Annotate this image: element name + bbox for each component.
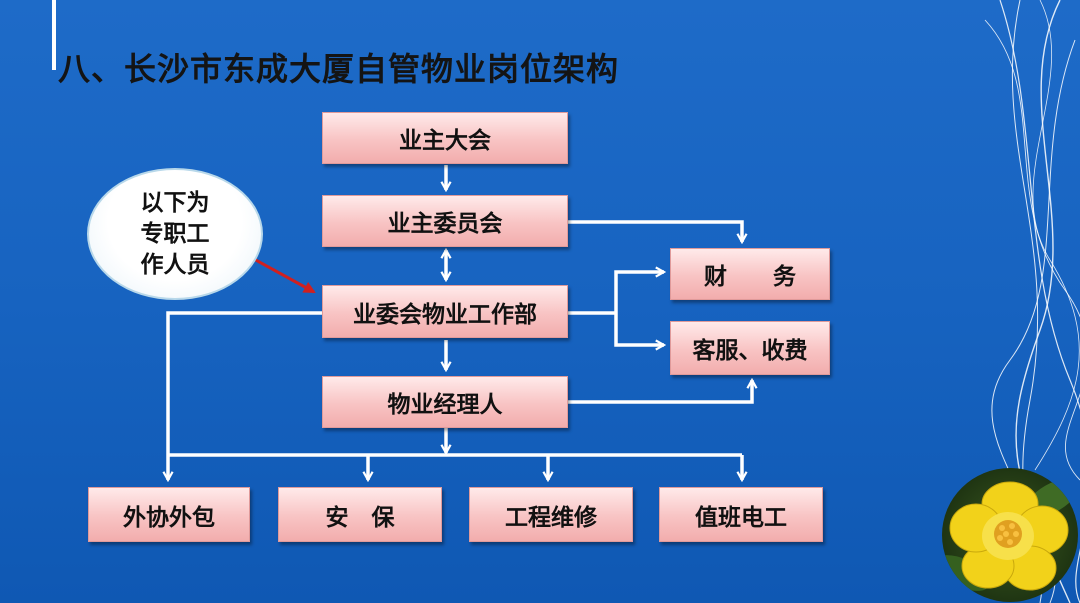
node-outsourcing: 外协外包	[88, 487, 250, 542]
callout-line-1: 以下为	[140, 189, 210, 216]
callout-line-2: 专职工	[140, 220, 210, 247]
node-electrician: 值班电工	[659, 487, 823, 542]
node-engineering: 工程维修	[469, 487, 633, 542]
arrow-committee-to-finance	[568, 220, 742, 242]
arrow-department-to-outsourcing	[168, 311, 322, 480]
node-work-department: 业委会物业工作部	[322, 285, 568, 338]
flower-photo	[942, 468, 1078, 602]
top-accent-bar	[52, 0, 56, 70]
camellia-flower-image	[942, 478, 1078, 591]
node-customer-service: 客服、收费	[670, 321, 830, 375]
callout-line-3: 作人员	[140, 251, 210, 278]
slide-title: 八、长沙市东成大厦自管物业岗位架构	[58, 50, 620, 88]
arrow-manager-to-service	[568, 380, 752, 404]
callout-arrow	[251, 256, 316, 294]
arrow-department-to-finance	[614, 272, 664, 313]
node-finance: 财 务	[670, 248, 830, 300]
node-property-manager: 物业经理人	[322, 376, 568, 428]
node-owners-committee: 业主委员会	[322, 195, 568, 247]
callout-bubble: 以下为 专职工 作人员	[87, 168, 263, 300]
node-owners-assembly: 业主大会	[322, 112, 568, 164]
arrow-department-to-service	[614, 313, 664, 345]
node-security: 安 保	[278, 487, 442, 542]
